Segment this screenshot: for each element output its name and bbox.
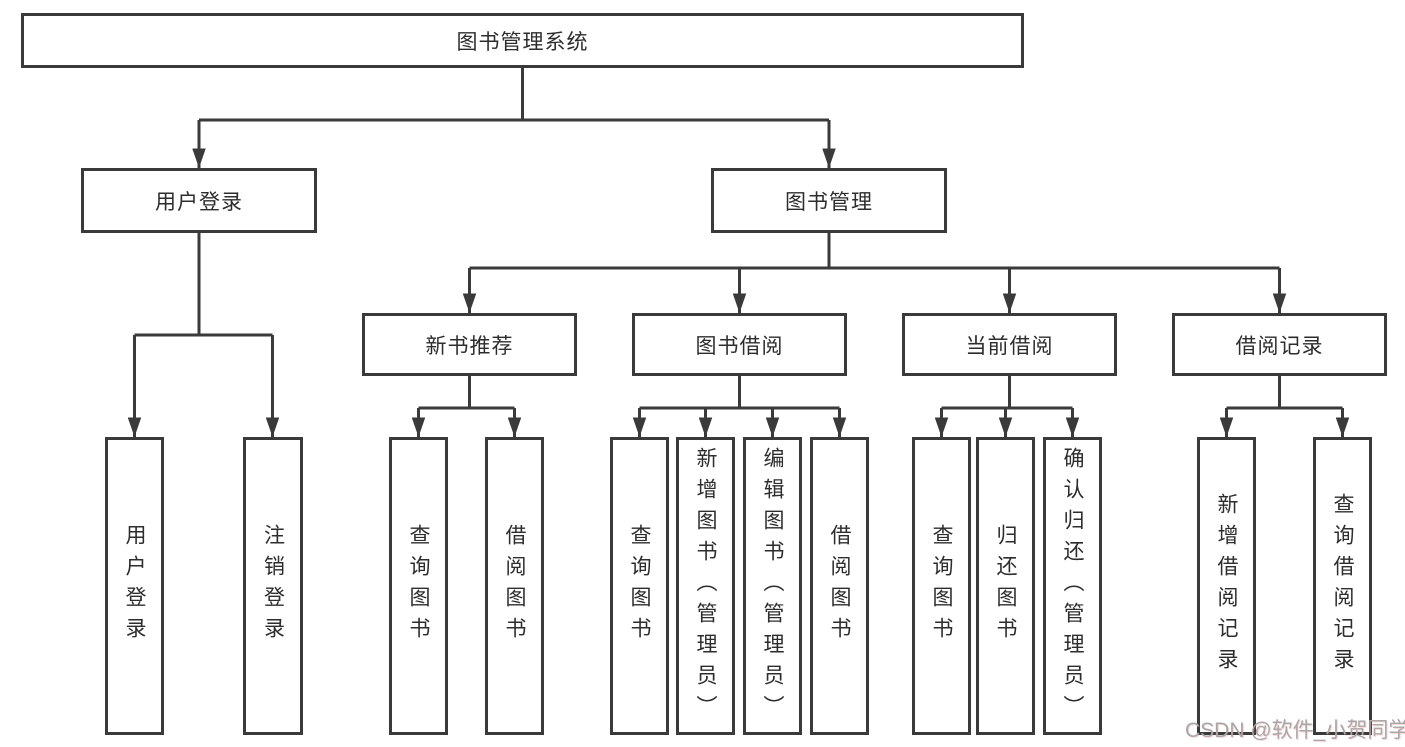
leaf-query-books-recommend: 查询图书 (389, 437, 448, 735)
leaf-borrow-books-recommend: 借阅图书 (485, 437, 544, 735)
leaf-user-login: 用户登录 (105, 437, 164, 735)
leaf-query-borrow-record: 查询借阅记录 (1313, 437, 1372, 735)
node-current-borrowing: 当前借阅 (902, 313, 1117, 376)
leaf-borrow-books: 借阅图书 (810, 437, 869, 735)
node-user-login: 用户登录 (81, 168, 317, 233)
node-borrowing-records: 借阅记录 (1172, 313, 1387, 376)
node-library-management-system: 图书管理系统 (21, 13, 1024, 68)
csdn-watermark: CSDN @软件_小贺同学 (1185, 719, 1405, 742)
node-new-book-recommendation: 新书推荐 (362, 313, 577, 376)
leaf-logout: 注销登录 (243, 437, 303, 735)
node-book-borrowing: 图书借阅 (632, 313, 847, 376)
leaf-return-books: 归还图书 (976, 437, 1035, 735)
leaf-query-books-current: 查询图书 (912, 437, 971, 735)
node-book-management: 图书管理 (711, 168, 947, 233)
leaf-add-books-admin: 新增图书（管理员） (676, 437, 735, 735)
leaf-confirm-return-admin: 确认归还（管理员） (1043, 437, 1102, 735)
leaf-edit-books-admin: 编辑图书（管理员） (743, 437, 802, 735)
leaf-query-books-borrow: 查询图书 (610, 437, 669, 735)
leaf-add-borrow-record: 新增借阅记录 (1197, 437, 1256, 735)
